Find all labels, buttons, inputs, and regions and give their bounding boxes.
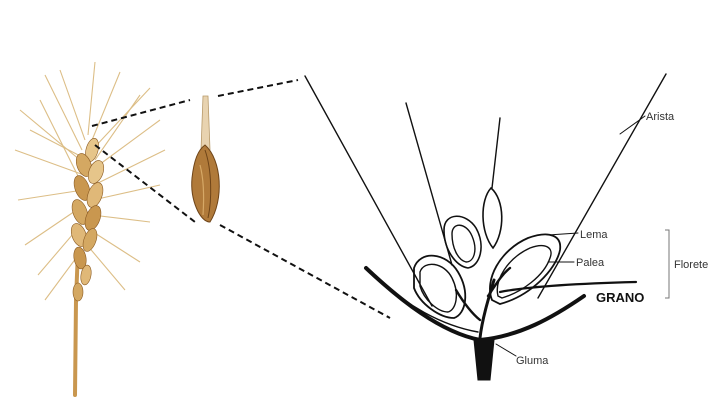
leader-gluma — [496, 344, 516, 356]
wheat-grains — [68, 137, 106, 301]
label-gluma: Gluma — [516, 355, 549, 367]
spikelet-structure — [305, 74, 666, 380]
florete-bracket — [665, 230, 669, 298]
connector-upper-right — [218, 80, 298, 96]
connector-lower-right — [220, 225, 390, 318]
label-grano: GRANO — [596, 290, 644, 305]
top-floret-lemma — [483, 188, 502, 248]
awn-inner-right — [492, 118, 500, 188]
label-lema: Lema — [580, 229, 608, 241]
spikelet-image — [192, 96, 220, 222]
label-arista: Arista — [646, 111, 675, 123]
upper-left-floret-inner — [452, 225, 475, 262]
spikelet-tip — [201, 96, 210, 150]
right-floret-lema — [490, 234, 560, 304]
zoom-connector-lines-large — [218, 80, 390, 318]
spikelet-base — [474, 340, 494, 380]
spikelet-body — [192, 145, 220, 222]
label-palea: Palea — [576, 257, 605, 269]
label-florete: Florete — [674, 259, 708, 271]
wheat-stem — [75, 250, 78, 395]
